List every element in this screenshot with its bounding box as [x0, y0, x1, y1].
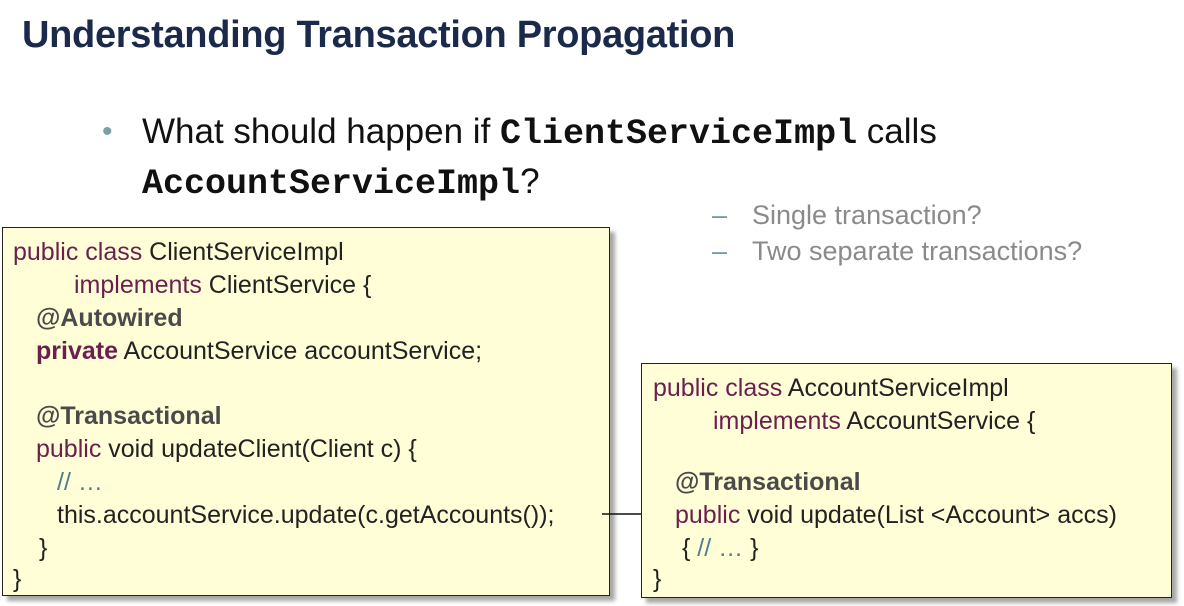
bullet-class-account: AccountServiceImpl	[142, 164, 521, 204]
code-line: public void update(List <Account> accs)	[675, 501, 1117, 529]
code-line-call: this.accountService.update(c.getAccounts…	[57, 501, 555, 529]
bullet-suffix: ?	[520, 162, 540, 201]
code-line: implements AccountService {	[713, 407, 1036, 435]
bullet-middle: calls	[857, 112, 937, 151]
code-line: }	[39, 534, 48, 562]
code-line: private AccountService accountService;	[36, 337, 483, 365]
code-line: public void updateClient(Client c) {	[36, 435, 417, 463]
code-line: { // … }	[682, 534, 759, 562]
dash-icon: –	[712, 236, 728, 266]
bullet-dot-icon: •	[102, 115, 113, 148]
bullet-class-client: ClientServiceImpl	[500, 114, 858, 154]
bullet-prefix: What should happen if	[142, 112, 501, 151]
account-service-code-box: public class AccountServiceImpl implemen…	[641, 363, 1172, 598]
annotation-transactional: @Transactional	[675, 468, 861, 496]
code-line: }	[653, 565, 662, 593]
sub-bullet-two: –Two separate transactions?	[712, 236, 1082, 267]
code-line: }	[13, 565, 22, 593]
code-line: public class ClientServiceImpl	[13, 238, 344, 266]
main-bullet-text: What should happen if ClientServiceImpl …	[142, 108, 1042, 208]
code-line: public class AccountServiceImpl	[653, 374, 1009, 402]
code-comment: // …	[57, 468, 103, 496]
dash-icon: –	[712, 200, 728, 230]
code-line: implements ClientService {	[74, 271, 372, 299]
annotation-transactional: @Transactional	[36, 402, 222, 430]
sub-bullet-text: Two separate transactions?	[752, 236, 1083, 266]
client-service-code-box: public class ClientServiceImpl implement…	[2, 227, 610, 596]
annotation-autowired: @Autowired	[36, 304, 183, 332]
slide-title: Understanding Transaction Propagation	[22, 14, 736, 56]
sub-bullet-single: –Single transaction?	[712, 200, 982, 231]
sub-bullet-text: Single transaction?	[752, 200, 982, 230]
